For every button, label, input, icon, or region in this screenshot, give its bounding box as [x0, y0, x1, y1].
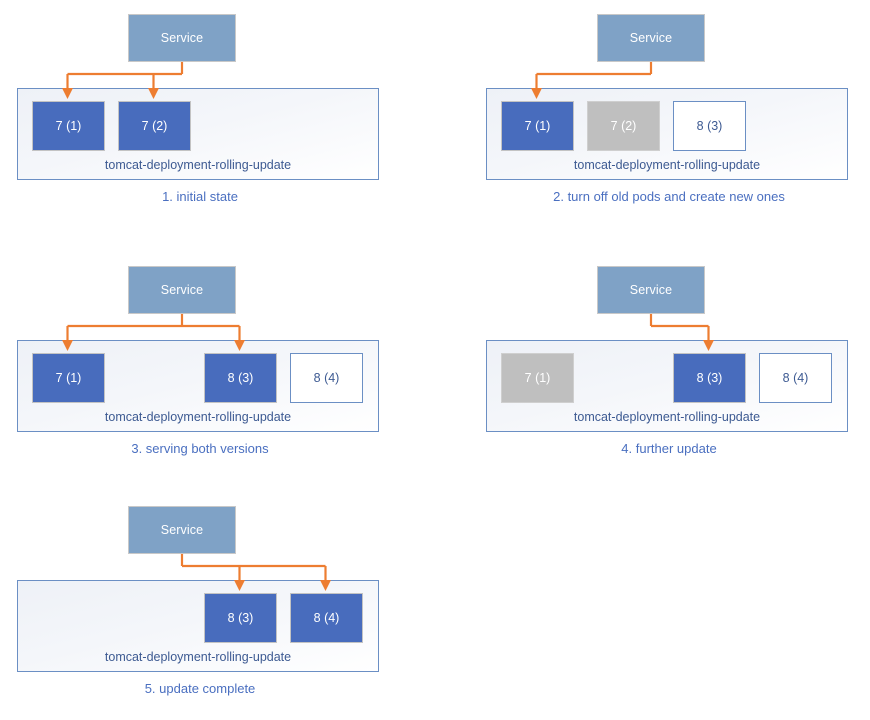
deployment-container: 7 (1) 7 (2) 8 (3) tomcat-deployment-rolling…: [486, 88, 848, 180]
service-box: Service: [597, 14, 705, 62]
deployment-name-label: tomcat-deployment-rolling-update: [573, 409, 761, 424]
diagram-panel-5: Service 8 (3) 8 (4) tomcat-deployment-rolli…: [0, 492, 420, 720]
deployment-name-label: tomcat-deployment-rolling-update: [573, 157, 761, 172]
pod-box-active: 7 (1): [501, 101, 574, 151]
pod-box-pending: 8 (4): [759, 353, 832, 403]
deployment-container: 7 (1) 8 (3) 8 (4) tomcat-deployment-rolling…: [486, 340, 848, 432]
pod-label: 7 (1): [524, 370, 551, 385]
pod-box-active: 8 (4): [290, 593, 363, 643]
pod-label: 8 (3): [227, 610, 254, 625]
panel-caption: 4. further update: [621, 441, 717, 456]
pod-box-active: 7 (1): [32, 353, 105, 403]
pod-label: 8 (3): [227, 370, 254, 385]
panel-caption: 5. update complete: [144, 681, 256, 696]
pod-label: 7 (2): [610, 118, 637, 133]
pod-label: 8 (3): [696, 118, 723, 133]
pod-box-pending: 8 (3): [673, 101, 746, 151]
service-label: Service: [160, 30, 204, 45]
pod-box-active: 7 (1): [32, 101, 105, 151]
service-box: Service: [128, 14, 236, 62]
deployment-name-label: tomcat-deployment-rolling-update: [104, 409, 292, 424]
pod-box-terminating: 7 (1): [501, 353, 574, 403]
panel-caption: 1. initial state: [162, 189, 238, 204]
deployment-name-label: tomcat-deployment-rolling-update: [104, 649, 292, 664]
service-label: Service: [629, 30, 673, 45]
diagram-panel-4: Service 7 (1) 8 (3) 8 (4) tomcat-deployment-…: [469, 252, 870, 480]
diagram-panel-3: Service 7 (1) 8 (3) 8 (4) tomcat-deployment-…: [0, 252, 420, 480]
pod-label: 7 (2): [141, 118, 168, 133]
deployment-container: 7 (1) 7 (2) tomcat-deployment-rolling-upda…: [17, 88, 379, 180]
service-box: Service: [128, 506, 236, 554]
service-box: Service: [597, 266, 705, 314]
deployment-name-label: tomcat-deployment-rolling-update: [104, 157, 292, 172]
pod-box-active: 8 (3): [204, 593, 277, 643]
pod-label: 8 (4): [313, 370, 340, 385]
pod-label: 7 (1): [55, 118, 82, 133]
diagram-panel-2: Service 7 (1) 7 (2) 8 (3) tomcat-deployment-…: [469, 0, 870, 228]
deployment-container: 7 (1) 8 (3) 8 (4) tomcat-deployment-rolling…: [17, 340, 379, 432]
service-label: Service: [160, 522, 204, 537]
pod-label: 7 (1): [55, 370, 82, 385]
pod-box-terminating: 7 (2): [587, 101, 660, 151]
service-label: Service: [160, 282, 204, 297]
pod-label: 7 (1): [524, 118, 551, 133]
pod-box-pending: 8 (4): [290, 353, 363, 403]
diagram-panel-1: Service 7 (1) 7 (2) tomcat-deployment-rolli…: [0, 0, 420, 228]
pod-box-active: 7 (2): [118, 101, 191, 151]
deployment-container: 8 (3) 8 (4) tomcat-deployment-rolling-upda…: [17, 580, 379, 672]
service-box: Service: [128, 266, 236, 314]
pod-label: 8 (4): [313, 610, 340, 625]
pod-box-active: 8 (3): [673, 353, 746, 403]
panel-caption: 3. serving both versions: [131, 441, 269, 456]
panel-caption: 2. turn off old pods and create new ones: [553, 189, 785, 204]
service-label: Service: [629, 282, 673, 297]
pod-label: 8 (3): [696, 370, 723, 385]
pod-box-active: 8 (3): [204, 353, 277, 403]
pod-label: 8 (4): [782, 370, 809, 385]
